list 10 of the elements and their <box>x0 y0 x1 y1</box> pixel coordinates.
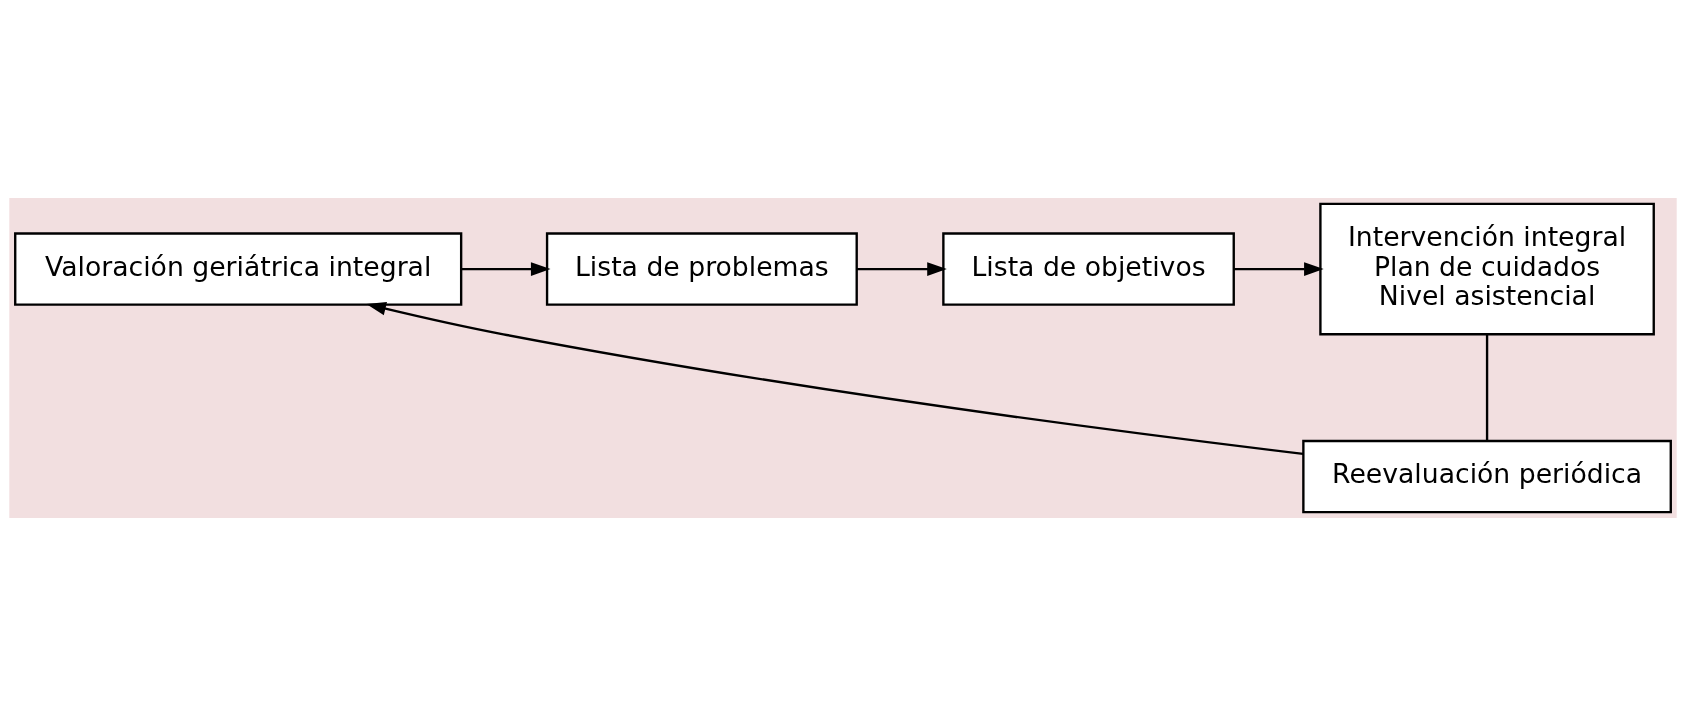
node-box: Valoración geriátrica integral <box>14 232 463 306</box>
connector <box>1485 334 1489 441</box>
node-box: Reevaluación periódica <box>1302 439 1672 514</box>
arrow <box>1234 262 1324 276</box>
node-box: Lista de objetivos <box>942 232 1235 306</box>
arrow <box>366 301 1304 456</box>
node-box: Lista de problemas <box>545 232 858 306</box>
node-box: Intervención integral Plan de cuidados Nivel asistencial <box>1319 202 1655 336</box>
arrow <box>856 262 947 276</box>
arrow <box>461 262 551 276</box>
